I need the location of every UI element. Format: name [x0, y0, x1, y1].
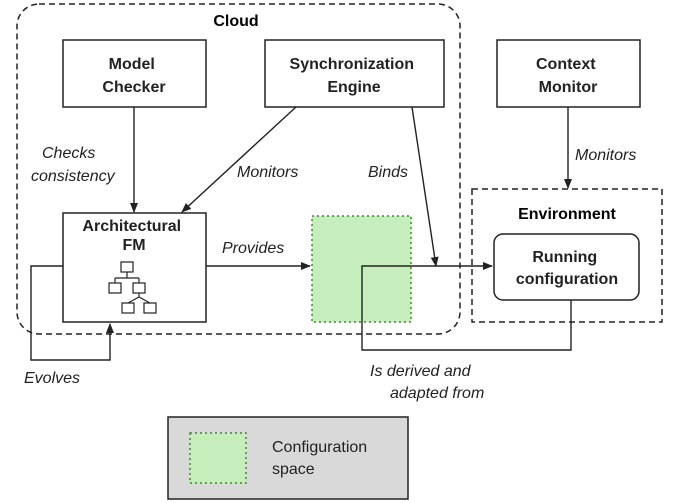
monitors-environment-label: Monitors	[575, 147, 636, 164]
derived-from-arrow	[361, 262, 572, 351]
feature-model-tree-icon	[108, 261, 157, 314]
monitors-fm-arrow	[181, 106, 297, 213]
running-configuration-label: Running configuration	[516, 249, 618, 288]
architectural-fm-label: Architectural FM	[82, 218, 185, 254]
legend-label: Configuration space	[272, 439, 372, 478]
binds-arrow	[411, 106, 439, 267]
environment-label: Environment	[518, 206, 616, 223]
monitors-fm-label: Monitors	[237, 164, 298, 181]
context-monitor-box	[496, 39, 641, 108]
legend-swatch	[189, 432, 247, 484]
evolves-arrow	[30, 265, 114, 361]
running-configuration-box	[493, 233, 640, 301]
context-monitor-label: Context Monitor	[536, 56, 600, 96]
sync-engine-box	[264, 39, 445, 108]
sync-engine-label: Synchronization Engine	[290, 56, 419, 96]
derived-from-label: Is derived and adapted from	[370, 363, 484, 402]
cloud-label: Cloud	[213, 13, 258, 30]
evolves-label: Evolves	[24, 370, 80, 387]
checks-consistency-label: Checks consistency	[31, 145, 116, 185]
legend: Configuration space	[167, 416, 409, 500]
provides-label: Provides	[222, 240, 284, 257]
model-checker-label: Model Checker	[102, 56, 165, 96]
model-checker-box	[62, 39, 207, 108]
environment-region	[471, 188, 663, 323]
binds-label: Binds	[368, 164, 408, 181]
cloud-region	[16, 3, 461, 335]
